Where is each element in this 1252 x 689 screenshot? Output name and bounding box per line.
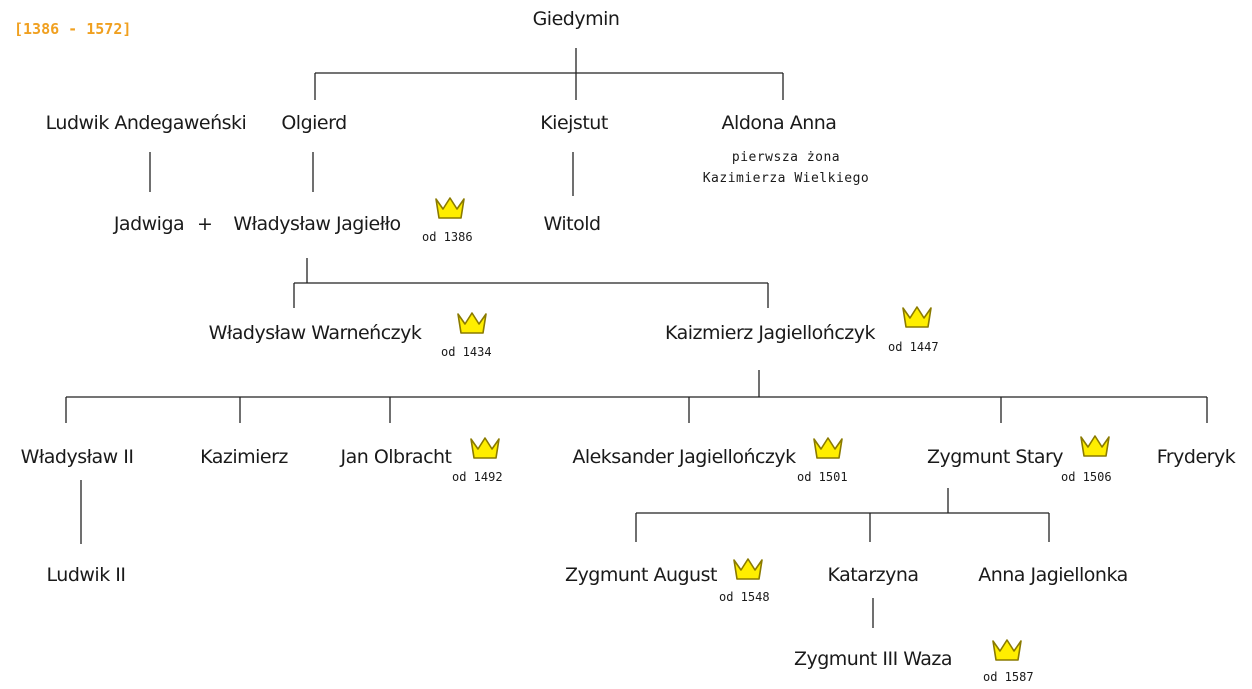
person-zygmunt-iii-waza: Zygmunt III Waza <box>793 648 953 670</box>
person-kazimierz: Kazimierz <box>200 446 288 468</box>
person-olgierd: Olgierd <box>281 112 347 134</box>
crown-icon <box>733 558 763 580</box>
crown-icon <box>992 639 1022 661</box>
person-jadwiga: Jadwiga <box>113 213 185 235</box>
person-kiejstut: Kiejstut <box>540 112 608 134</box>
person-wladyslaw-ii: Władysław II <box>20 446 134 468</box>
reign-year-jan-olbracht: od 1492 <box>452 470 503 484</box>
person-wladyslaw-jagiello: Władysław Jagiełło <box>233 213 401 235</box>
person-aleksander-jagiellonczyk: Aleksander Jagiellończyk <box>572 446 796 468</box>
person-ludwik-andegawenski: Ludwik Andegaweński <box>45 112 247 134</box>
crown-icon <box>457 312 487 334</box>
aldona-note-line1: pierwsza żona <box>731 150 841 165</box>
crown-icon <box>813 437 843 459</box>
person-witold: Witold <box>543 213 601 235</box>
reign-year-zygmunt-iii-waza: od 1587 <box>983 670 1034 684</box>
person-giedymin: Giedymin <box>532 8 620 30</box>
person-katarzyna: Katarzyna <box>827 564 919 586</box>
reign-year-zygmunt-stary: od 1506 <box>1061 470 1112 484</box>
crown-icon <box>435 197 465 219</box>
person-zygmunt-stary: Zygmunt Stary <box>926 446 1064 468</box>
crown-icon <box>470 437 500 459</box>
person-wladyslaw-warnenczyk: Władysław Warneńczyk <box>208 322 422 344</box>
page-title: [1386 - 1572] <box>14 20 132 38</box>
person-anna-jagiellonka: Anna Jagiellonka <box>978 564 1128 586</box>
reign-year-aleksander-jagiellonczyk: od 1501 <box>797 470 848 484</box>
reign-year-wladyslaw-warnenczyk: od 1434 <box>441 345 492 359</box>
person-fryderyk: Fryderyk <box>1156 446 1236 468</box>
person-aldona-anna: Aldona Anna <box>721 112 837 134</box>
person-ludwik-ii: Ludwik II <box>46 564 126 586</box>
reign-year-wladyslaw-jagiello: od 1386 <box>422 230 473 244</box>
aldona-note-line2: Kazimierza Wielkiego <box>702 171 870 186</box>
marriage-plus: + <box>197 213 213 235</box>
person-zygmunt-august: Zygmunt August <box>565 564 717 586</box>
crown-icon <box>1080 435 1110 457</box>
crown-icon <box>902 306 932 328</box>
person-jan-olbracht: Jan Olbracht <box>340 446 452 468</box>
reign-year-zygmunt-august: od 1548 <box>719 590 770 604</box>
person-kazimierz-jagiellonczyk: Kaizmierz Jagiellończyk <box>665 322 876 344</box>
reign-year-kazimierz-jagiellonczyk: od 1447 <box>888 340 939 354</box>
